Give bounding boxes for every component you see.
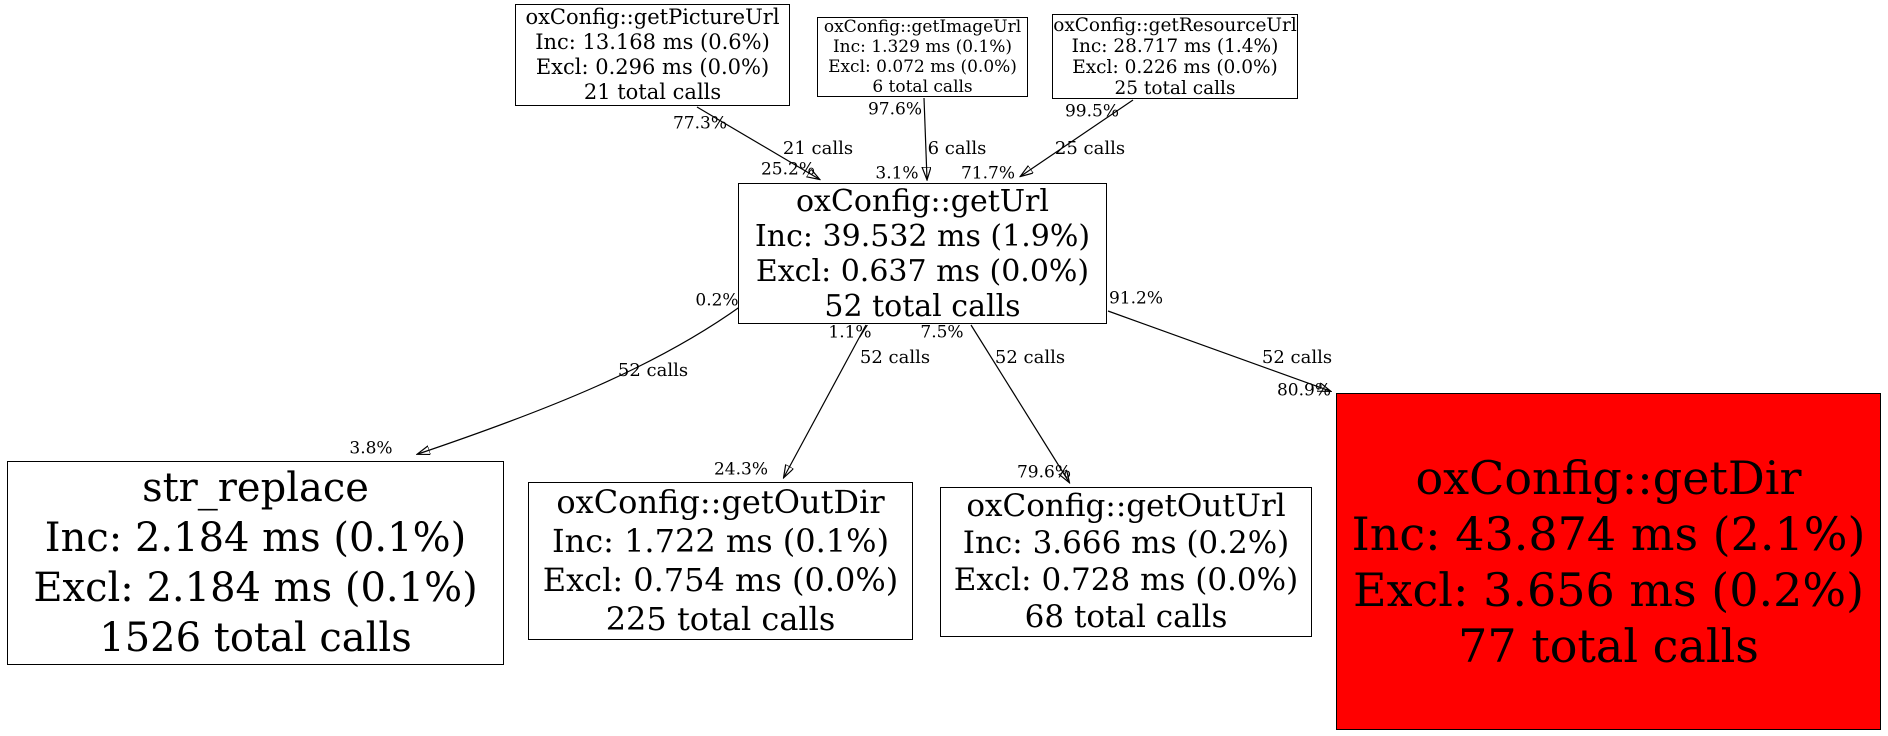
node-total-calls: 25 total calls (1114, 77, 1236, 99)
node-oxconfig-getimageurl[interactable]: oxConfig::getImageUrl Inc: 1.329 ms (0.1… (817, 17, 1028, 97)
edge-resourceurl-geturl-calls: 25 calls (1054, 138, 1126, 159)
node-total-calls: 6 total calls (872, 77, 973, 97)
node-inclusive-time: Inc: 39.532 ms (1.9%) (754, 218, 1091, 254)
node-oxconfig-getresourceurl[interactable]: oxConfig::getResourceUrl Inc: 28.717 ms … (1052, 14, 1298, 99)
node-exclusive-time: Excl: 2.184 ms (0.1%) (33, 565, 478, 611)
edge-imageurl-geturl-calls: 6 calls (927, 138, 987, 159)
node-title: str_replace (142, 465, 369, 511)
edge-geturl-getoutdir-calls: 52 calls (859, 347, 931, 368)
node-exclusive-time: Excl: 0.754 ms (0.0%) (542, 561, 899, 599)
node-str-replace[interactable]: str_replace Inc: 2.184 ms (0.1%) Excl: 2… (7, 461, 504, 665)
node-exclusive-time: Excl: 0.296 ms (0.0%) (535, 55, 770, 79)
node-inclusive-time: Inc: 1.329 ms (0.1%) (832, 37, 1013, 57)
node-title: oxConfig::getResourceUrl (1053, 14, 1297, 36)
edge-pictureurl-geturl-target-pct: 25.2% (760, 159, 816, 180)
edge-resourceurl-geturl-target-pct: 71.7% (960, 163, 1016, 184)
edge-geturl-to-getdir-arrow (1107, 310, 1330, 391)
edge-geturl-getouturl-source-pct: 7.5% (920, 322, 964, 343)
node-total-calls: 1526 total calls (99, 615, 412, 661)
edge-imageurl-geturl-target-pct: 3.1% (875, 163, 919, 184)
edge-geturl-getdir-target-pct: 80.9% (1276, 380, 1332, 401)
node-inclusive-time: Inc: 3.666 ms (0.2%) (962, 525, 1290, 561)
edge-geturl-strreplace-calls: 52 calls (617, 360, 689, 381)
node-exclusive-time: Excl: 0.226 ms (0.0%) (1072, 56, 1278, 78)
node-oxconfig-getdir[interactable]: oxConfig::getDir Inc: 43.874 ms (2.1%) E… (1336, 393, 1881, 730)
node-exclusive-time: Excl: 0.637 ms (0.0%) (755, 253, 1090, 289)
edge-geturl-getouturl-target-pct: 79.6% (1016, 462, 1072, 483)
edge-geturl-getdir-source-pct: 91.2% (1108, 288, 1164, 309)
node-exclusive-time: Excl: 0.728 ms (0.0%) (953, 562, 1299, 598)
edge-geturl-getdir-calls: 52 calls (1261, 347, 1333, 368)
edge-geturl-to-getoutdir-arrow (784, 324, 867, 477)
node-title: oxConfig::getImageUrl (823, 17, 1022, 37)
edge-imageurl-to-geturl-arrow (924, 97, 927, 179)
edge-geturl-getouturl-calls: 52 calls (994, 347, 1066, 368)
node-total-calls: 68 total calls (1024, 599, 1228, 635)
edge-pictureurl-to-geturl-arrow (696, 106, 819, 179)
edge-pictureurl-geturl-calls: 21 calls (782, 138, 854, 159)
node-total-calls: 77 total calls (1458, 618, 1759, 673)
edge-geturl-getoutdir-target-pct: 24.3% (713, 459, 769, 480)
node-inclusive-time: Inc: 2.184 ms (0.1%) (44, 515, 467, 561)
edge-pictureurl-geturl-source-pct: 77.3% (672, 113, 728, 134)
node-title: oxConfig::getPictureUrl (525, 5, 780, 29)
node-total-calls: 225 total calls (605, 600, 836, 638)
node-title: oxConfig::getUrl (796, 183, 1049, 219)
node-exclusive-time: Excl: 3.656 ms (0.2%) (1352, 562, 1865, 617)
edge-geturl-to-getouturl-arrow (970, 324, 1069, 482)
node-exclusive-time: Excl: 0.072 ms (0.0%) (828, 57, 1017, 77)
edge-imageurl-geturl-source-pct: 97.6% (867, 99, 923, 120)
node-title: oxConfig::getOutUrl (966, 488, 1286, 524)
node-inclusive-time: Inc: 13.168 ms (0.6%) (535, 30, 770, 54)
node-inclusive-time: Inc: 28.717 ms (1.4%) (1071, 35, 1279, 57)
node-title: oxConfig::getDir (1415, 450, 1802, 505)
node-oxconfig-getpictureurl[interactable]: oxConfig::getPictureUrl Inc: 13.168 ms (… (515, 4, 790, 106)
node-oxconfig-getoutdir[interactable]: oxConfig::getOutDir Inc: 1.722 ms (0.1%)… (528, 482, 913, 640)
edge-geturl-getoutdir-source-pct: 1.1% (828, 322, 872, 343)
edge-resourceurl-geturl-source-pct: 99.5% (1064, 101, 1120, 122)
node-total-calls: 52 total calls (824, 288, 1021, 324)
edge-resourceurl-to-geturl-arrow (1021, 99, 1134, 176)
node-inclusive-time: Inc: 1.722 ms (0.1%) (551, 522, 890, 560)
node-inclusive-time: Inc: 43.874 ms (2.1%) (1351, 506, 1866, 561)
edge-geturl-strreplace-target-pct: 3.8% (349, 438, 393, 459)
node-title: oxConfig::getOutDir (556, 483, 885, 521)
node-total-calls: 21 total calls (583, 80, 722, 104)
edge-geturl-to-strreplace-arrow (418, 305, 742, 454)
node-oxconfig-geturl[interactable]: oxConfig::getUrl Inc: 39.532 ms (1.9%) E… (738, 183, 1107, 324)
node-oxconfig-getouturl[interactable]: oxConfig::getOutUrl Inc: 3.666 ms (0.2%)… (940, 487, 1312, 637)
edge-geturl-strreplace-source-pct: 0.2% (695, 290, 739, 311)
